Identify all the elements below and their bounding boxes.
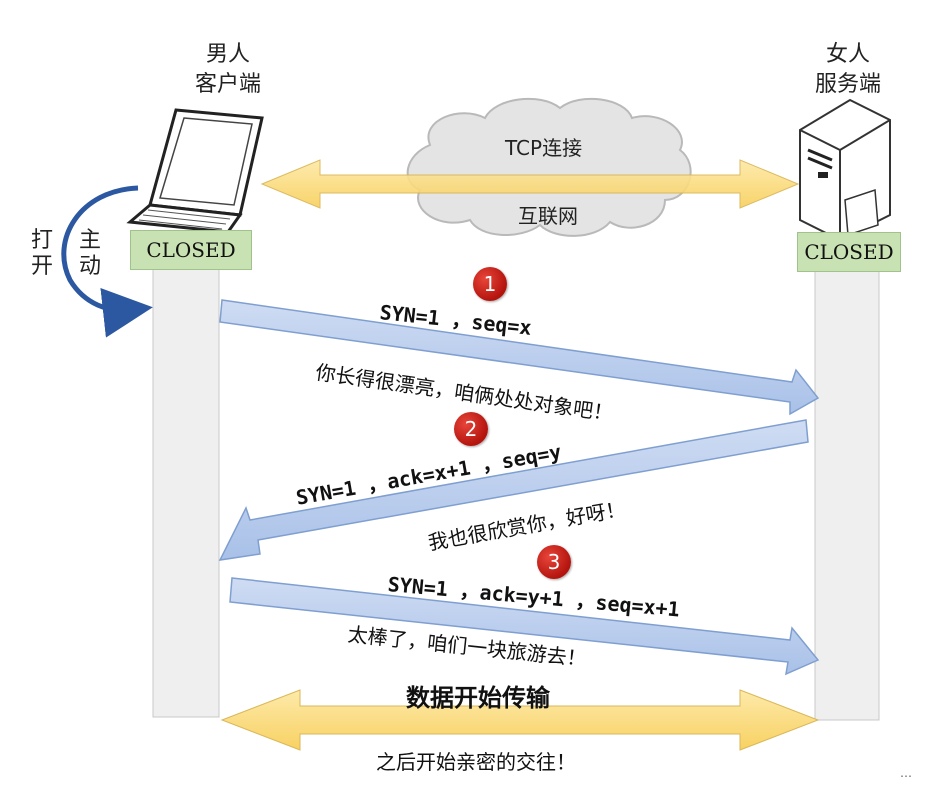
active-open-char: 动 <box>78 254 101 279</box>
client-lifeline <box>152 266 220 718</box>
tcp-connection-label: TCP连接 <box>505 136 583 160</box>
server-label-line2: 服务端 <box>814 72 881 97</box>
client-label-line2: 客户端 <box>194 72 261 97</box>
step2-badge: 2 <box>454 412 488 446</box>
client-label-line1: 男人 <box>205 42 250 67</box>
step2-arrow <box>218 419 809 561</box>
active-open-col1: 打 开 <box>30 228 54 280</box>
step1-arrow <box>219 299 820 416</box>
active-open-col2: 主 动 <box>78 228 102 280</box>
data-transfer-note: 之后开始亲密的交往！ <box>376 750 576 774</box>
client-state-closed: CLOSED <box>130 230 252 270</box>
tcp-connection-arrow <box>260 159 800 209</box>
laptop-icon <box>126 108 264 234</box>
step1-badge: 1 <box>473 267 507 301</box>
server-icon <box>799 98 891 242</box>
active-open-curve-arrow <box>61 185 153 338</box>
internet-cloud <box>406 97 692 237</box>
server-label: 女人 服务端 <box>798 40 898 100</box>
server-state-closed: CLOSED <box>797 232 901 272</box>
active-open-char: 开 <box>30 254 53 279</box>
active-open-char: 打 <box>30 228 53 253</box>
server-lifeline <box>814 269 880 721</box>
client-label: 男人 客户端 <box>178 40 278 100</box>
data-transfer-arrow <box>220 689 820 751</box>
active-open-char: 主 <box>78 228 101 253</box>
server-label-line1: 女人 <box>825 42 870 67</box>
internet-label: 互联网 <box>518 204 578 228</box>
step3-arrow <box>229 577 820 676</box>
watermark: … <box>900 766 912 780</box>
data-transfer-title: 数据开始传输 <box>406 684 550 712</box>
step3-badge: 3 <box>537 545 571 579</box>
